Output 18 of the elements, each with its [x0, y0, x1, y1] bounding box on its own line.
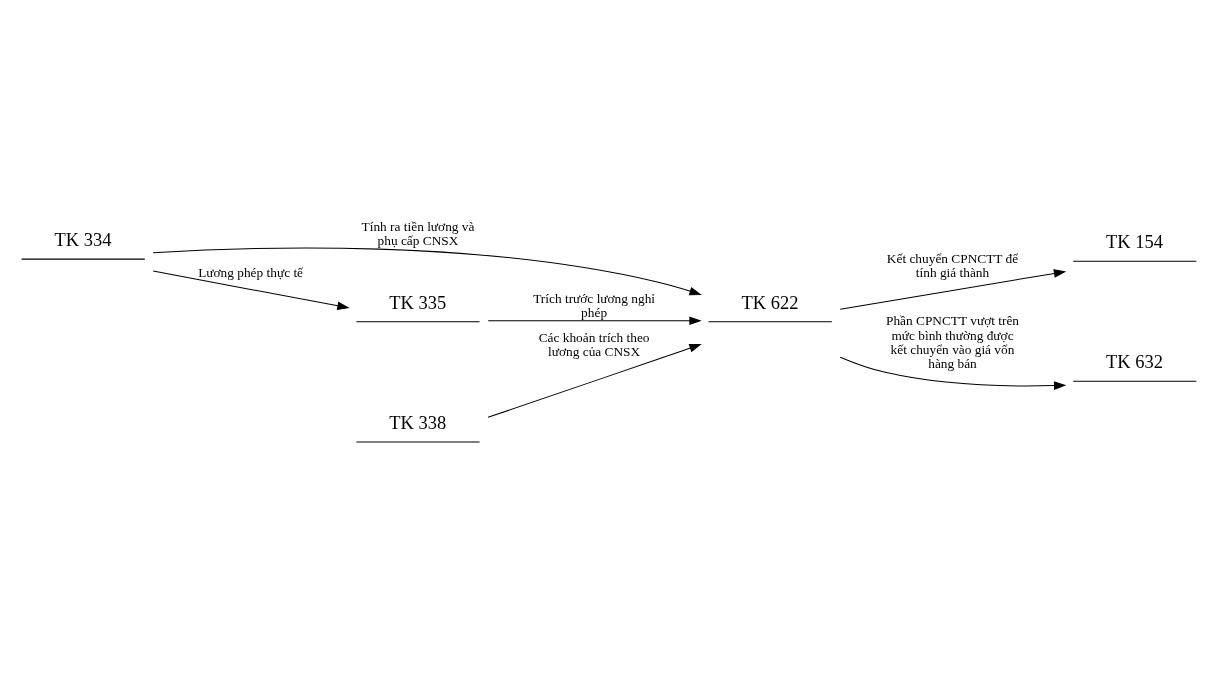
- edge-label: Trích trước lương nghỉ phép: [533, 290, 656, 320]
- arrow: [487, 315, 702, 325]
- node-text: TK 334: [54, 229, 112, 250]
- node-text: TK 622: [741, 292, 799, 313]
- edge-label: Lương phép thực tế: [198, 264, 304, 280]
- edge-label: Phần CPNCTT vượt trên mức bình thường được kết chuyển vào giá vốn hàng bán: [885, 312, 1020, 371]
- node-text: TK 154: [1106, 231, 1163, 252]
- node-text: TK 632: [1106, 351, 1163, 372]
- arrow: [152, 270, 350, 310]
- edge-label: Kết chuyển CPNCTT để tính giá thành: [886, 250, 1019, 280]
- node-text: TK 338: [389, 412, 447, 433]
- arrow: [487, 343, 702, 418]
- node-text: TK 335: [389, 292, 447, 313]
- arrow: [839, 268, 1067, 310]
- edge-label: Các khoản trích theo lương của CNSX: [538, 329, 650, 359]
- arrow: [152, 247, 702, 295]
- arrow: [839, 356, 1067, 390]
- edge-label: Tính ra tiền lương và phụ cấp CNSX: [361, 218, 475, 248]
